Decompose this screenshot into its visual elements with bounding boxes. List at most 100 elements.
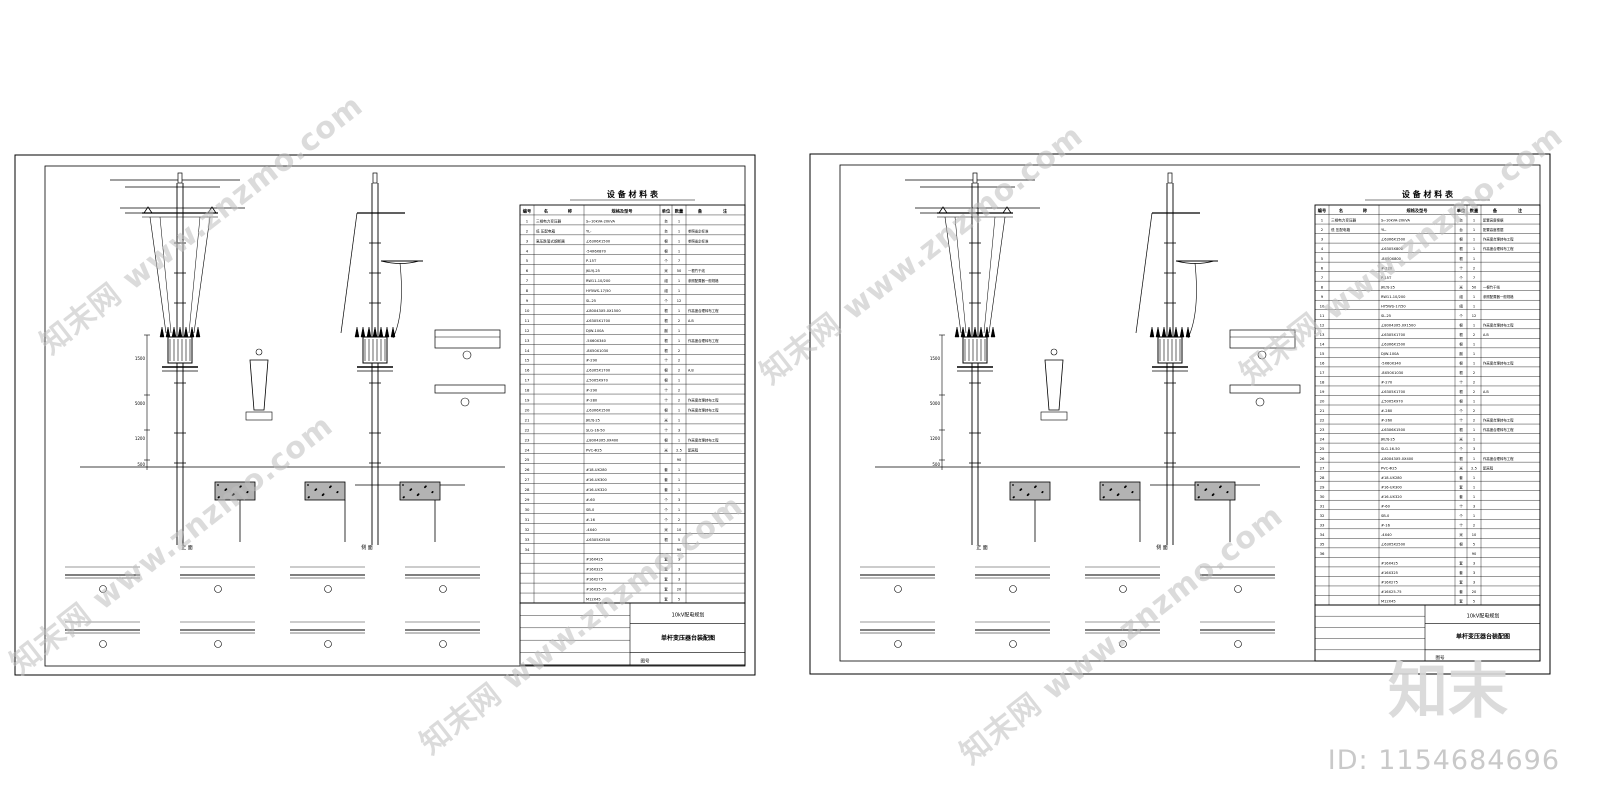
table-cell-qty: 1 — [678, 478, 680, 482]
earth-texture — [425, 485, 427, 488]
dimension-text: 1500 — [930, 356, 941, 361]
table-cell-unit: 台 — [664, 228, 668, 233]
table-cell-index: 10 — [1320, 303, 1325, 308]
table-cell-unit: 根 — [664, 537, 668, 542]
table-cell-index: 3 — [1321, 237, 1324, 242]
table-cell-qty: 1 — [1473, 485, 1475, 489]
table-cell-unit: 个 — [1459, 313, 1463, 318]
dimension-text: 1200 — [135, 436, 146, 441]
table-cell-unit: 套 — [664, 587, 668, 592]
table-cell-qty: 2 — [1473, 409, 1475, 413]
table-cell-spec: YL- — [1381, 228, 1387, 232]
table-cell-spec: P-15T — [586, 259, 597, 263]
table-cell-spec: ∠63X5X1700 — [586, 369, 611, 373]
table-cell-unit: 套 — [664, 557, 668, 562]
table-cell-index: 5 — [1321, 256, 1324, 261]
table-cell-unit: 个 — [1459, 408, 1463, 413]
table-cell-name: 低 压配电箱 — [536, 228, 556, 233]
dimension-text: 500 — [137, 462, 145, 467]
table-cell-unit: 根 — [664, 338, 668, 343]
table-cell-spec: P-15T — [1381, 276, 1392, 280]
table-cell-name: 三相电力变压器 — [536, 218, 562, 223]
fuse-icon — [360, 326, 366, 338]
table-cell-index: 19 — [525, 398, 530, 403]
table-cell-index: 12 — [1320, 322, 1325, 327]
table-cell-unit: 台 — [1459, 227, 1463, 232]
table-cell-spec: #16-UX320 — [1381, 495, 1403, 499]
table-cell-index: 15 — [525, 358, 530, 363]
table-cell-qty: 2 — [678, 389, 680, 393]
drop-lead — [159, 216, 201, 334]
callout-bubble — [1119, 585, 1127, 593]
table-cell-unit: 米 — [1459, 284, 1463, 289]
table-cell-qty: 1 — [1473, 476, 1475, 480]
table-cell-index: 23 — [1320, 427, 1325, 432]
table-cell-unit: 根 — [1459, 427, 1463, 432]
table-cell-spec: S₉-10kVA-20kVA — [586, 219, 615, 223]
table-cell-unit: 个 — [664, 358, 668, 363]
table-cell-name: 三相电力变压器 — [1331, 218, 1357, 223]
table-cell-spec: ∠63X6X1500 — [586, 408, 611, 412]
table-cell-qty: 2 — [1473, 419, 1475, 423]
earth-texture — [336, 491, 339, 493]
transformer-tank — [962, 336, 988, 364]
fuse-icon — [1155, 326, 1161, 338]
table-cell-unit: 个 — [664, 507, 668, 512]
table-header-cell: 规格及型号 — [1407, 207, 1428, 214]
table-cell-qty: 2.5 — [1471, 466, 1477, 470]
table-cell-unit: 个 — [664, 427, 668, 432]
table-cell-unit: 个 — [1459, 275, 1463, 280]
table-cell-index: 9 — [526, 298, 529, 303]
table-cell-spec: ∠63X6X1500 — [1381, 428, 1406, 432]
earth-block — [1009, 481, 1051, 501]
table-cell-index: 28 — [1320, 475, 1325, 480]
earth-texture — [1198, 496, 1200, 498]
table-cell-unit: 个 — [664, 497, 668, 502]
fuse-icon — [1173, 326, 1179, 338]
table-cell-index: 5 — [526, 258, 529, 263]
table-cell-qty: 1 — [1473, 238, 1475, 242]
title-block-project: 10kV配电规划 — [672, 612, 705, 619]
earth-texture — [1125, 485, 1127, 488]
bracket-base — [245, 411, 273, 421]
table-header-cell: 数量 — [1470, 207, 1479, 214]
table-cell-qty: 2 — [1473, 371, 1475, 375]
part-detail — [1229, 384, 1301, 394]
table-cell-unit: 根 — [1459, 322, 1463, 327]
callout-bubble — [1234, 640, 1242, 648]
table-cell-qty: 2 — [678, 349, 680, 353]
table-cell-spec: #16X275 — [586, 578, 603, 582]
table-cell-note: 一根竹干线 — [1483, 284, 1501, 289]
drawing-sheet-left: 150050001200500正 面侧 面设 备 材 料 表编号名称规格及型号单… — [14, 154, 756, 676]
table-cell-unit: 套 — [664, 597, 668, 602]
earth-texture — [1131, 491, 1134, 493]
table-cell-index: 11 — [525, 318, 530, 323]
table-cell-note: 参照配置器一般规格 — [688, 278, 719, 283]
earth-texture — [308, 496, 310, 498]
table-cell-spec: DJW-100A — [586, 329, 604, 333]
table-cell-spec: ∠80X43X5.0X1500 — [586, 309, 621, 313]
table-cell-index: 31 — [1320, 503, 1325, 508]
dimension-text: 5000 — [135, 401, 146, 406]
table-cell-index: 21 — [1320, 408, 1325, 413]
table-cell-note: 作高度合理转布工程 — [1483, 246, 1514, 251]
table-cell-unit: 套 — [1459, 589, 1463, 594]
table-cell-qty: 1 — [678, 379, 680, 383]
table-cell-unit: 根 — [1459, 389, 1463, 394]
table-cell-qty: 1 — [678, 488, 680, 492]
table-cell-index: 31 — [525, 517, 530, 522]
table-cell-spec: -4X40 — [586, 528, 597, 532]
table-cell-unit: 个 — [664, 258, 668, 263]
table-cell-qty: 20 — [1472, 590, 1477, 594]
table-cell-note: 一根竹干线 — [688, 268, 706, 273]
table-cell-qty: 2 — [1473, 390, 1475, 394]
table-cell-qty: 50 — [1472, 285, 1477, 289]
earth-block — [399, 481, 441, 501]
table-cell-qty: 7 — [678, 259, 680, 263]
fuse-icon — [990, 326, 996, 338]
table-cell-unit: 根 — [1459, 370, 1463, 375]
service-cable — [1187, 262, 1197, 339]
insulator-icon — [143, 206, 153, 214]
drop-lead — [954, 216, 996, 334]
earth-texture — [1035, 485, 1037, 488]
